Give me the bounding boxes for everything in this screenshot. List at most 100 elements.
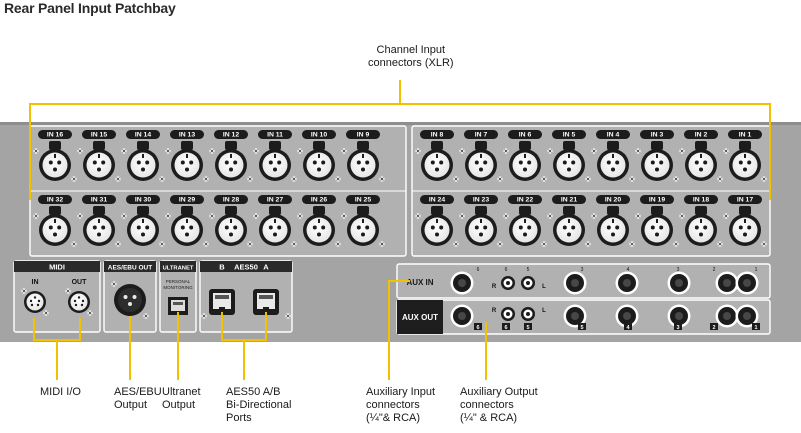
aux-out-jack-4[interactable] — [615, 304, 639, 328]
midi-in-label: IN — [32, 279, 39, 286]
aux-out-jack-6[interactable] — [450, 304, 474, 328]
xlr-label: IN 26 — [311, 197, 327, 204]
aux-out-number-badge: 4 — [624, 323, 632, 331]
aux-out-jack-2[interactable] — [715, 304, 739, 328]
xlr-input-top-8[interactable]: IN 9 — [341, 130, 385, 182]
xlr-input-bottom-14[interactable]: IN 19 — [635, 195, 679, 247]
aux-out-label: AUX OUT — [402, 313, 438, 322]
xlr-label: IN 27 — [267, 197, 283, 204]
aux-in-rca-l[interactable] — [521, 276, 535, 290]
xlr-label: IN 7 — [475, 132, 488, 139]
xlr-input-bottom-3[interactable]: IN 30 — [121, 195, 165, 247]
aux-in-jack-4[interactable] — [563, 271, 587, 295]
aux-in-jack-1[interactable] — [715, 271, 739, 295]
xlr-input-bottom-6[interactable]: IN 27 — [253, 195, 297, 247]
xlr-input-top-6[interactable]: IN 11 — [253, 130, 297, 182]
aes50-port-a-label: A — [263, 263, 269, 272]
aux-in-jack-3[interactable] — [615, 271, 639, 295]
aux-in-jack-1[interactable] — [735, 271, 759, 295]
callout-channel-line2: connectors (XLR) — [368, 57, 454, 69]
ultranet-output-port[interactable] — [168, 297, 188, 315]
xlr-input-top-3[interactable]: IN 14 — [121, 130, 165, 182]
aux-out-jack-1[interactable] — [735, 304, 759, 328]
xlr-label: IN 24 — [429, 197, 445, 204]
xlr-input-top-5[interactable]: IN 12 — [209, 130, 253, 182]
xlr-input-bottom-8[interactable]: IN 25 — [341, 195, 385, 247]
callout-aes50-line2: Bi-Directional — [226, 399, 292, 411]
callout-aux-out-line2: connectors — [460, 399, 514, 411]
aes-ebu-output-port[interactable] — [111, 281, 149, 319]
xlr-input-bottom-7[interactable]: IN 26 — [297, 195, 341, 247]
xlr-input-top-7[interactable]: IN 10 — [297, 130, 341, 182]
xlr-input-top-12[interactable]: IN 5 — [547, 130, 591, 182]
xlr-input-bottom-15[interactable]: IN 18 — [679, 195, 723, 247]
xlr-input-top-14[interactable]: IN 3 — [635, 130, 679, 182]
aux-in-jack-2[interactable] — [667, 271, 691, 295]
aux-in-jack-6[interactable] — [450, 271, 474, 295]
xlr-input-bottom-2[interactable]: IN 31 — [77, 195, 121, 247]
xlr-input-top-13[interactable]: IN 4 — [591, 130, 635, 182]
aux-out-number: 6 — [504, 325, 507, 331]
aux-out-rca-r[interactable] — [501, 307, 515, 321]
xlr-input-bottom-13[interactable]: IN 20 — [591, 195, 635, 247]
callout-lines — [29, 80, 771, 380]
aux-in-rca-l-label: L — [542, 284, 546, 290]
xlr-label: IN 9 — [357, 132, 370, 139]
xlr-label: IN 18 — [693, 197, 709, 204]
panel-strip — [0, 122, 801, 125]
callout-aes-ebu-line1: AES/EBU — [114, 386, 162, 398]
xlr-input-top-16[interactable]: IN 1 — [723, 130, 767, 182]
xlr-input-bottom-11[interactable]: IN 22 — [503, 195, 547, 247]
callout-aux-out-line3: (¼" & RCA) — [460, 412, 518, 424]
xlr-input-top-10[interactable]: IN 7 — [459, 130, 503, 182]
xlr-input-bottom-12[interactable]: IN 21 — [547, 195, 591, 247]
xlr-label: IN 29 — [179, 197, 195, 204]
xlr-input-bottom-4[interactable]: IN 29 — [165, 195, 209, 247]
xlr-label: IN 14 — [135, 132, 151, 139]
aux-out-number-badge: 1 — [752, 323, 760, 331]
xlr-label: IN 12 — [223, 132, 239, 139]
xlr-label: IN 1 — [739, 132, 752, 139]
xlr-input-top-9[interactable]: IN 8 — [415, 130, 459, 182]
xlr-input-bottom-10[interactable]: IN 23 — [459, 195, 503, 247]
aux-in-rca-r[interactable] — [501, 276, 515, 290]
callout-aes50-line1: AES50 A/B — [226, 386, 281, 398]
ultranet-sub1: PERSONAL — [166, 279, 191, 284]
xlr-input-top-15[interactable]: IN 2 — [679, 130, 723, 182]
aux-out-number-badge: 3 — [674, 323, 682, 331]
aux-out-jack-5[interactable] — [563, 304, 587, 328]
xlr-input-bottom-5[interactable]: IN 28 — [209, 195, 253, 247]
xlr-input-top-1[interactable]: IN 16 — [33, 130, 77, 182]
midi-out-port[interactable] — [65, 288, 93, 316]
aux-out-jack-3[interactable] — [667, 304, 691, 328]
xlr-input-bottom-1[interactable]: IN 32 — [33, 195, 77, 247]
aes50-port-b[interactable] — [209, 289, 235, 315]
midi-in-port[interactable] — [21, 288, 49, 316]
xlr-label: IN 23 — [473, 197, 489, 204]
aux-in-rca-r-label: R — [492, 284, 497, 290]
callout-aux-in-line2: connectors — [366, 399, 420, 411]
xlr-input-bottom-9[interactable]: IN 24 — [415, 195, 459, 247]
aux-in-number: 6 — [477, 267, 480, 273]
xlr-label: IN 6 — [519, 132, 532, 139]
aux-out-rca-l[interactable] — [521, 307, 535, 321]
xlr-input-bottom-16[interactable]: IN 17 — [723, 195, 767, 247]
aux-out-number: 5 — [580, 325, 583, 331]
aux-out-number-badge: 2 — [710, 323, 718, 331]
aux-out-number: 1 — [754, 325, 757, 331]
xlr-label: IN 25 — [355, 197, 371, 204]
xlr-input-top-11[interactable]: IN 6 — [503, 130, 547, 182]
aes-ebu-header-label: AES/EBU OUT — [108, 265, 152, 272]
callout-ultranet-line2: Output — [162, 399, 196, 411]
callout-channel-inputs: Channel Input connectors (XLR) — [368, 44, 454, 70]
callout-aux-in-line1: Auxiliary Input — [366, 386, 436, 398]
aux-in-number: 5 — [527, 267, 530, 273]
xlr-input-top-2[interactable]: IN 15 — [77, 130, 121, 182]
aes50-header-label: AES50 — [234, 263, 258, 272]
aes50-port-a[interactable] — [253, 289, 279, 315]
callout-aes50: AES50 A/B Bi-Directional Ports — [226, 386, 291, 425]
aux-out-rca-l-label: L — [542, 308, 546, 314]
xlr-label: IN 17 — [737, 197, 753, 204]
xlr-input-top-4[interactable]: IN 13 — [165, 130, 209, 182]
aux-out-number-badge: 6 — [474, 323, 482, 331]
